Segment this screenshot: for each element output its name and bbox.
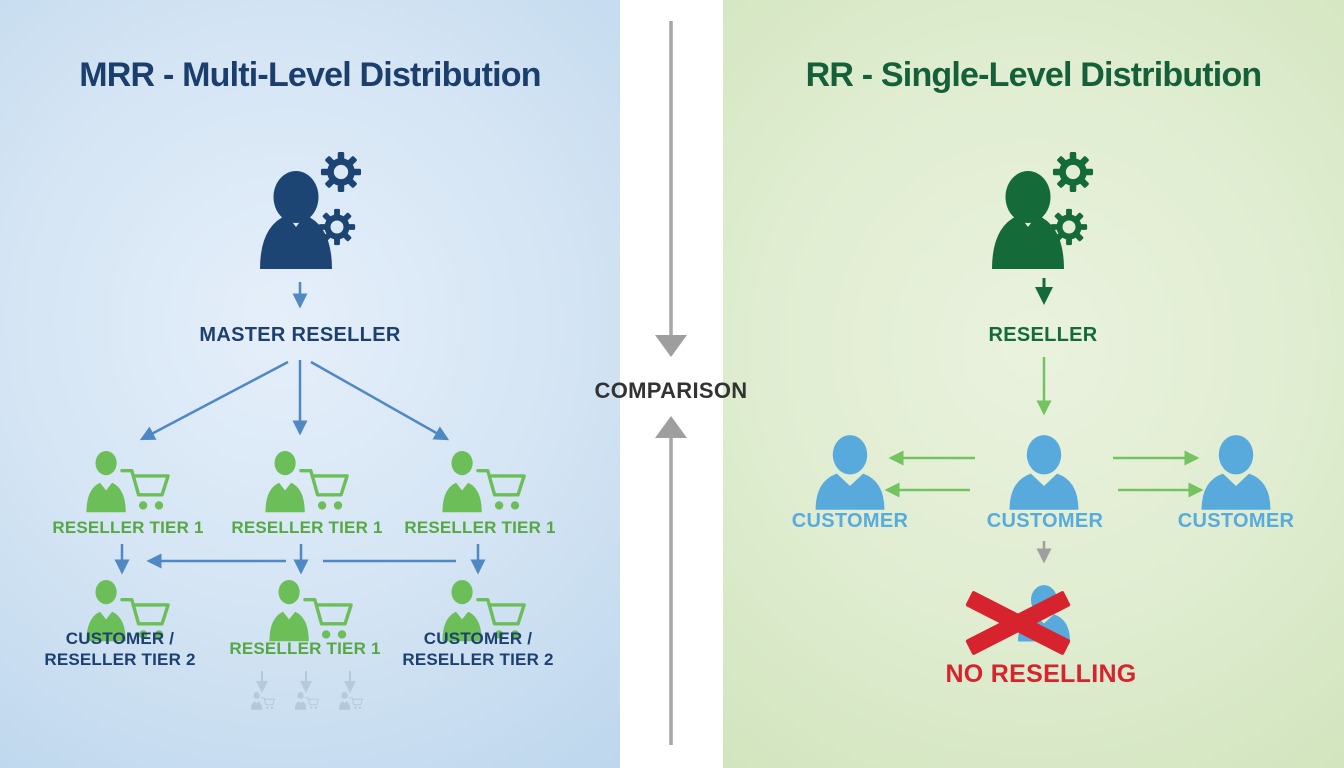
label-line2: RESELLER TIER 2 xyxy=(44,650,196,669)
rr-title: RR - Single-Level Distribution xyxy=(805,56,1263,94)
label-line1: CUSTOMER / xyxy=(423,629,533,648)
faded-tier3-cart-icon xyxy=(293,692,320,710)
master-reseller-label: MASTER RESELLER xyxy=(199,324,401,346)
comparison-label: COMPARISON xyxy=(594,378,748,403)
reseller-label: RESELLER xyxy=(988,324,1098,346)
faded-tier3-cart-icon xyxy=(249,692,276,710)
red-x-icon xyxy=(965,590,1071,656)
master-reseller-person-gears-icon xyxy=(252,150,372,272)
customer-label: CUSTOMER xyxy=(1177,510,1295,532)
reseller-tier1-label: RESELLER TIER 1 xyxy=(231,518,383,537)
label-line2: RESELLER TIER 2 xyxy=(402,650,554,669)
customer-label: CUSTOMER xyxy=(986,510,1104,532)
reseller-tier1-cart-icon xyxy=(436,451,529,513)
customer-person-icon xyxy=(815,435,885,510)
reseller-tier1-label: RESELLER TIER 1 xyxy=(404,518,556,537)
label-line1: CUSTOMER / xyxy=(65,629,175,648)
reseller-tier1-label: RESELLER TIER 1 xyxy=(229,639,381,658)
customer-reseller-tier2-label: CUSTOMER / RESELLER TIER 2 xyxy=(378,628,578,670)
mrr-title: MRR - Multi-Level Distribution xyxy=(79,56,541,94)
reseller-tier1-cart-icon xyxy=(263,580,356,642)
customer-person-icon xyxy=(1201,435,1271,510)
customer-label: CUSTOMER xyxy=(791,510,909,532)
customer-reseller-tier2-label: CUSTOMER / RESELLER TIER 2 xyxy=(20,628,220,670)
no-reselling-label: NO RESELLING xyxy=(945,660,1137,688)
reseller-person-gears-icon xyxy=(984,150,1104,272)
reseller-tier1-cart-icon xyxy=(80,451,173,513)
reseller-tier1-cart-icon xyxy=(259,451,352,513)
customer-person-icon xyxy=(1009,435,1079,510)
faded-tier3-cart-icon xyxy=(337,692,364,710)
reseller-tier1-label: RESELLER TIER 1 xyxy=(52,518,204,537)
